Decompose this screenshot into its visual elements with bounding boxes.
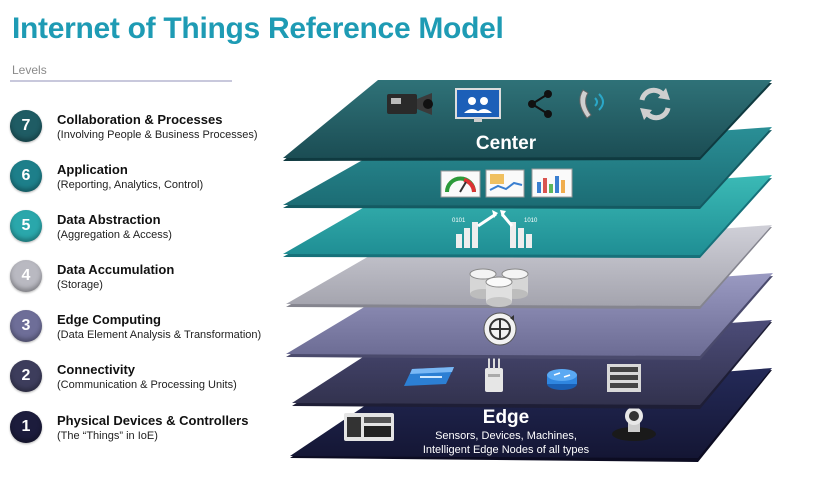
layer-7-center [283,80,772,161]
svg-text:0101: 0101 [452,218,466,224]
plc-controller-icon [344,413,394,441]
edge-label: Edge [483,407,529,428]
level-2-badge: 2 [10,360,42,392]
sync-arrows-icon [639,87,671,121]
edge-description-line-1: Sensors, Devices, Machines, [435,430,577,442]
level-7-row: 7 Collaboration & Processes (Involving P… [10,110,310,146]
level-1-row: 1 Physical Devices & Controllers (The “T… [10,411,310,447]
level-7-badge: 7 [10,110,42,142]
share-icon [528,90,552,118]
level-7-name: Collaboration & Processes [57,112,223,127]
level-3-desc: (Data Element Analysis & Transformation) [57,329,262,341]
monitor-collaboration-icon [455,88,501,122]
level-1-desc: (The “Things” in IoE) [57,430,158,442]
page-subtitle: Levels [12,63,47,77]
level-2-row: 2 Connectivity (Communication & Processi… [10,360,310,396]
data-aggregation-icon: 0101 [452,210,498,248]
level-3-name: Edge Computing [57,312,161,327]
level-6-name: Application [57,162,128,177]
level-5-row: 5 Data Abstraction (Aggregation & Access… [10,210,310,246]
level-1-name: Physical Devices & Controllers [57,413,249,428]
level-7-desc: (Involving People & Business Processes) [57,129,258,141]
router-icon [547,369,577,390]
video-camera-icon [387,93,433,115]
level-4-name: Data Accumulation [57,262,175,277]
surveillance-camera-icon [612,407,656,441]
level-3-badge: 3 [10,310,42,342]
network-switch-icon [404,367,454,386]
server-rack-icon [607,364,641,392]
level-1-badge: 1 [10,411,42,443]
level-2-name: Connectivity [57,362,136,377]
svg-text:1010: 1010 [524,218,538,224]
data-access-icon: 1010 [500,210,538,248]
database-storage-icon [469,268,529,307]
bar-chart-report-icon [531,168,573,198]
subtitle-divider [10,80,232,82]
analytics-report-icon [485,169,525,198]
page-title: Internet of Things Reference Model [12,12,504,45]
center-label: Center [476,133,537,154]
phone-call-icon [579,89,604,119]
level-5-desc: (Aggregation & Access) [57,229,172,241]
level-5-name: Data Abstraction [57,212,161,227]
level-6-badge: 6 [10,160,42,192]
wireless-access-point-icon [485,355,503,392]
level-5-badge: 5 [10,210,42,242]
data-processing-globe-icon [483,312,517,346]
level-6-desc: (Reporting, Analytics, Control) [57,179,204,191]
level-4-row: 4 Data Accumulation (Storage) [10,260,310,296]
level-4-badge: 4 [10,260,42,292]
level-4-desc: (Storage) [57,279,103,291]
level-3-row: 3 Edge Computing (Data Element Analysis … [10,310,310,346]
level-6-row: 6 Application (Reporting, Analytics, Con… [10,160,310,196]
level-2-desc: (Communication & Processing Units) [57,379,237,391]
dashboard-gauge-icon [440,170,481,198]
edge-description-line-2: Intelligent Edge Nodes of all types [423,444,590,456]
